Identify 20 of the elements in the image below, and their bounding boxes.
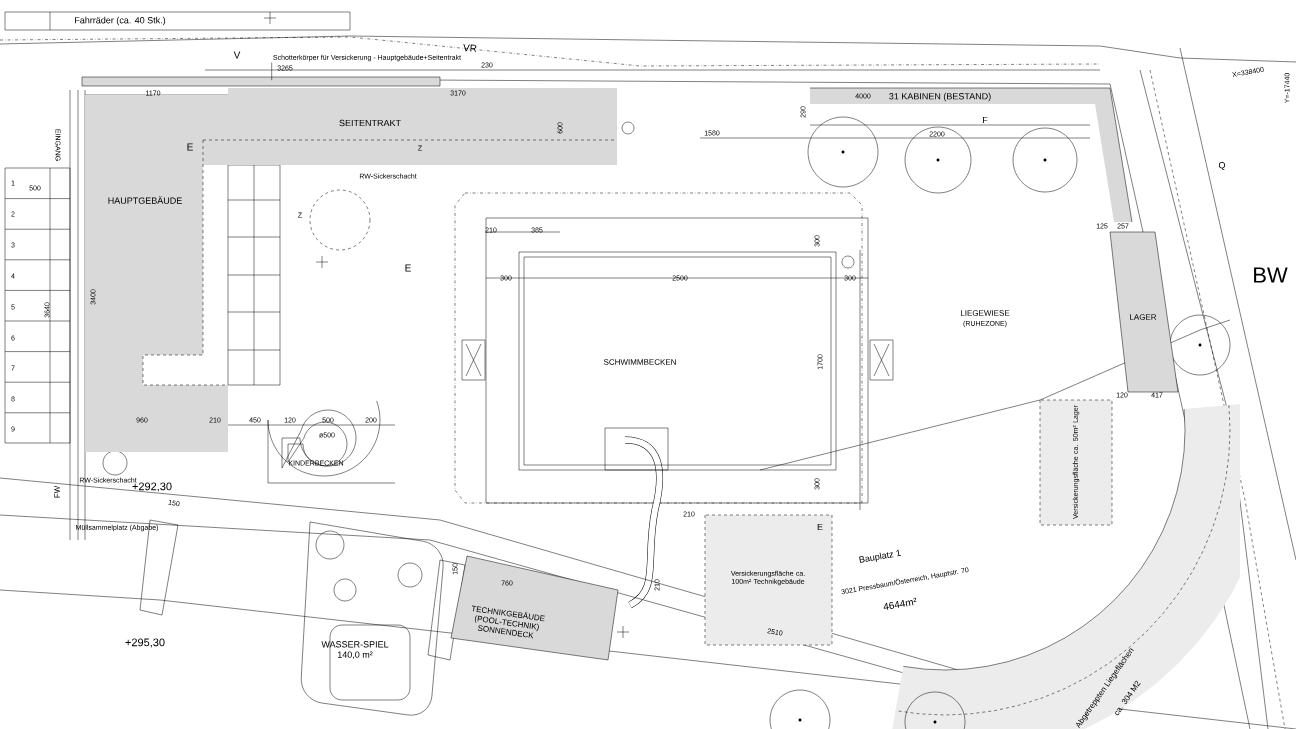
node-label: SEITENTRAKT [339,119,401,127]
zone-letter: Q [1218,162,1226,170]
zone-letter: F [983,116,988,124]
elevation-label: +295,30 [125,638,165,648]
zone-letter: E [187,143,193,151]
zone-letter: BW [1254,267,1288,283]
plot-label: Bauplatz 1 [859,549,901,563]
zone-letter: VR [463,44,477,52]
zone-letter: V [233,51,241,59]
zone-letter: FW [54,485,60,498]
water-play-area: WASSER-SPIEL 140,0 m² [321,641,389,659]
zone-letter: E [817,523,823,531]
zone-letter: E [405,264,411,272]
bike-parking-area: Fahrräder (ca. 40 Stk.) [4,11,351,31]
zone-label: LIEGEWIESE [961,310,1010,316]
building-area: LAGER [1109,231,1179,393]
leader-line [271,62,272,81]
elevation-label: +292,30 [132,482,172,492]
area-label: 4644m² [883,597,917,610]
gravel-strip [81,76,441,87]
